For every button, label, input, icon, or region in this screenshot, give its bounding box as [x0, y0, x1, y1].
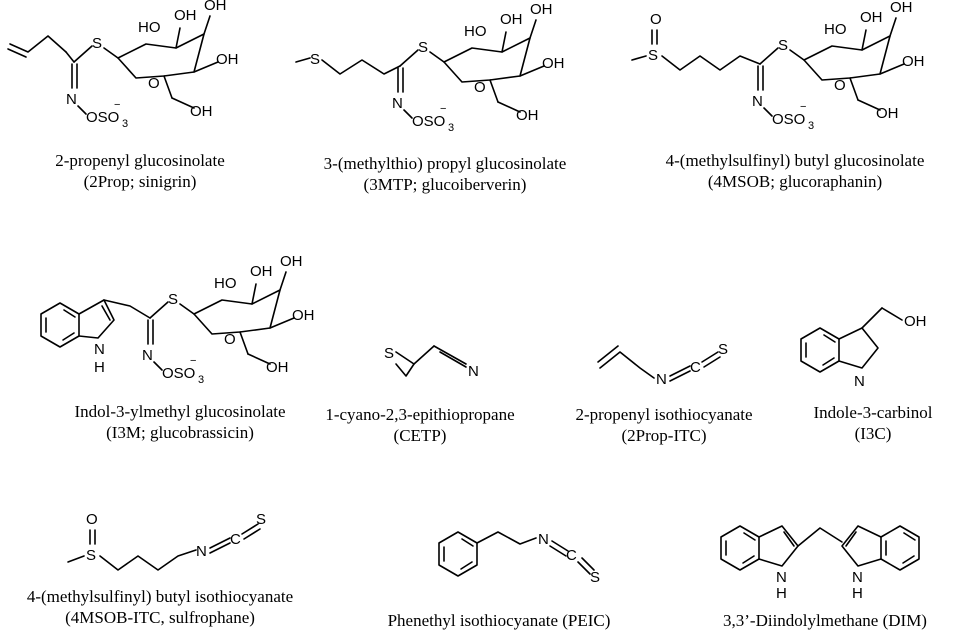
- svg-text:H: H: [94, 359, 105, 376]
- svg-text:S: S: [718, 341, 728, 358]
- structure-allyl-itc: N C S: [597, 341, 728, 388]
- compound-abbr: (2Prop-ITC): [621, 426, 707, 445]
- svg-text:S: S: [256, 511, 266, 528]
- svg-text:S: S: [590, 569, 600, 586]
- svg-text:N: N: [538, 531, 549, 548]
- caption-i3c: Indole-3-carbinol (I3C): [798, 402, 948, 444]
- compound-name: Indole-3-carbinol: [813, 403, 933, 422]
- svg-text:S: S: [86, 547, 96, 564]
- compound-abbr: (3MTP; glucoiberverin): [363, 175, 527, 194]
- structure-sulforaphane: O S N C S: [67, 511, 266, 571]
- compound-name: 1-cyano-2,3-epithiopropane: [325, 405, 515, 424]
- caption-peic: Phenethyl isothiocyanate (PEIC): [364, 610, 634, 631]
- compound-abbr: (I3C): [854, 424, 892, 443]
- svg-text:N: N: [656, 371, 667, 388]
- svg-text:N: N: [776, 569, 787, 586]
- compound-abbr: (CETP): [393, 426, 447, 445]
- compound-abbr: (2Prop; sinigrin): [83, 172, 197, 191]
- caption-allyl-itc: 2-propenyl isothiocyanate (2Prop-ITC): [564, 404, 764, 446]
- svg-text:S: S: [648, 47, 658, 64]
- caption-cetp: 1-cyano-2,3-epithiopropane (CETP): [318, 404, 522, 446]
- svg-text:S: S: [310, 51, 320, 68]
- caption-sinigrin: 2-propenyl glucosinolate (2Prop; sinigri…: [40, 150, 240, 192]
- compound-abbr: (I3M; glucobrassicin): [106, 423, 254, 442]
- structure-glucobrassicin: N H: [40, 252, 316, 387]
- structure-i3c: OH N: [800, 307, 927, 390]
- structure-glucoiberverin: S: [295, 0, 566, 135]
- structure-cetp: S N: [384, 345, 479, 380]
- caption-glucobrassicin: Indol-3-ylmethyl glucosinolate (I3M; glu…: [60, 401, 300, 443]
- compound-name: 4-(methylsulfinyl) butyl isothiocyanate: [26, 587, 294, 606]
- compound-name: 3,3’-Diindolylmethane (DIM): [723, 611, 927, 630]
- structure-sinigrin: [7, 0, 240, 131]
- compound-abbr: (4MSOB-ITC, sulfrophane): [65, 608, 255, 627]
- svg-text:N: N: [468, 363, 479, 380]
- svg-text:H: H: [776, 585, 787, 602]
- svg-text:N: N: [196, 543, 207, 560]
- svg-text:N: N: [854, 373, 865, 390]
- svg-text:C: C: [690, 359, 701, 376]
- caption-dim: 3,3’-Diindolylmethane (DIM): [710, 610, 940, 631]
- svg-text:C: C: [566, 547, 577, 564]
- structure-glucoraphanin: O S: [631, 0, 926, 133]
- svg-text:H: H: [852, 585, 863, 602]
- structure-peic: N C S: [438, 531, 600, 586]
- caption-glucoraphanin: 4-(methylsulfinyl) butyl glucosinolate (…: [650, 150, 940, 192]
- compound-name: 4-(methylsulfinyl) butyl glucosinolate: [665, 151, 925, 170]
- svg-text:N: N: [852, 569, 863, 586]
- svg-text:C: C: [230, 531, 241, 548]
- svg-text:OH: OH: [904, 313, 927, 330]
- compound-abbr: (4MSOB; glucoraphanin): [707, 172, 883, 191]
- svg-text:O: O: [650, 11, 662, 28]
- svg-text:S: S: [384, 345, 394, 362]
- svg-text:O: O: [86, 511, 98, 528]
- svg-text:N: N: [94, 341, 105, 358]
- caption-sulforaphane: 4-(methylsulfinyl) butyl isothiocyanate …: [10, 586, 310, 628]
- compound-name: 2-propenyl isothiocyanate: [575, 405, 753, 424]
- structure-dim: N H N H: [720, 525, 920, 602]
- compound-name: 3-(methylthio) propyl glucosinolate: [323, 154, 567, 173]
- caption-glucoiberverin: 3-(methylthio) propyl glucosinolate (3MT…: [310, 153, 580, 195]
- compound-name: Phenethyl isothiocyanate (PEIC): [387, 611, 611, 630]
- compound-name: Indol-3-ylmethyl glucosinolate: [74, 402, 286, 421]
- compound-name: 2-propenyl glucosinolate: [55, 151, 225, 170]
